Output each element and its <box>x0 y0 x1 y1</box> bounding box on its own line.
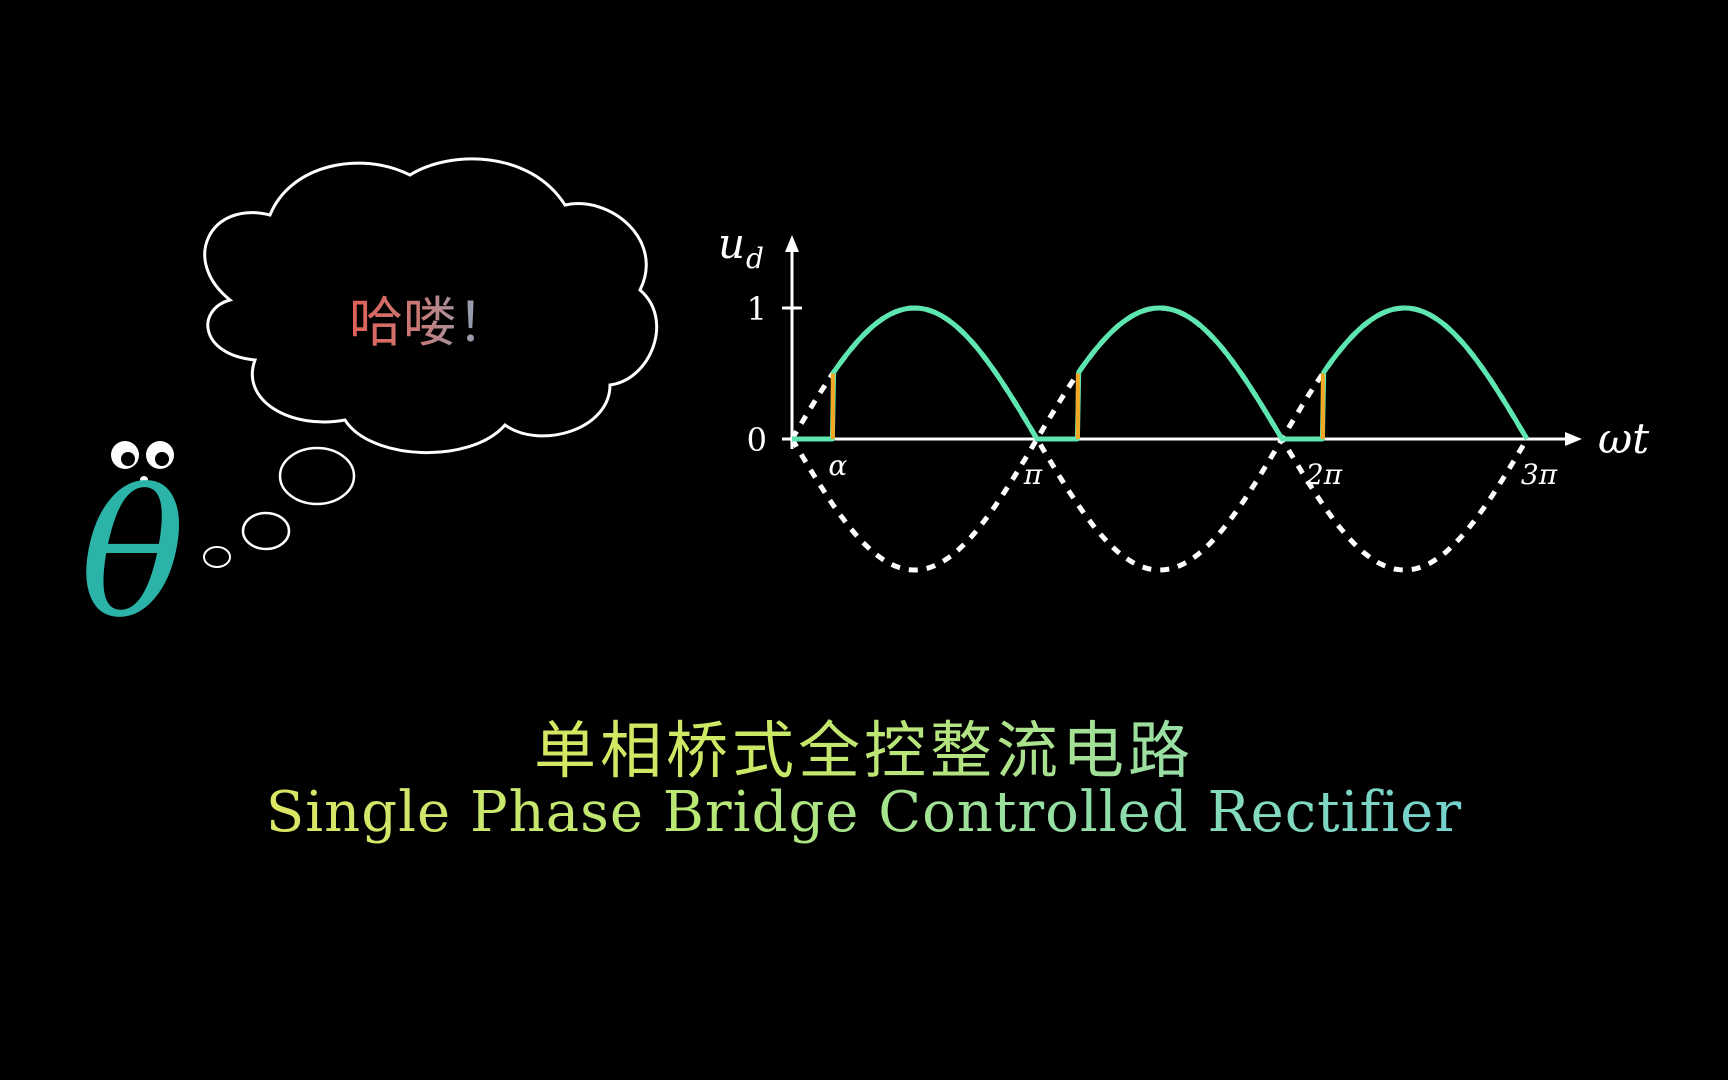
series-dashed-1 <box>789 305 1530 573</box>
title-english: Single Phase Bridge Controlled Rectifier <box>0 780 1728 845</box>
theta-character: θ <box>80 441 185 657</box>
series-output-2 <box>790 305 1530 442</box>
y-tick-label-1: 1 <box>747 290 767 328</box>
x-tick-label-2: 2π <box>1305 458 1343 491</box>
character-eyes <box>111 441 174 484</box>
title-chinese: 单相桥式全控整流电路 <box>0 700 1728 790</box>
thought-bubble-cloud <box>203 157 659 455</box>
thought-bubble-dot-large <box>278 446 356 506</box>
y-tick-label-0: 0 <box>747 421 767 459</box>
thought-bubble-dot-medium <box>241 511 291 551</box>
x-axis-label: ωt <box>1598 414 1649 463</box>
x-tick-label-1: π <box>1023 458 1043 491</box>
bubble-greeting-text: 哈喽！ <box>330 278 530 357</box>
x-tick-label-3: 3π <box>1521 458 1558 491</box>
y-axis-arrow <box>785 235 799 252</box>
theta-glyph: θ <box>80 454 185 657</box>
x-axis-arrow <box>1565 432 1582 446</box>
y-axis-label-subscript: d <box>746 242 764 275</box>
y-axis-label: u <box>718 219 745 268</box>
thought-bubble-dot-small <box>203 546 231 568</box>
x-tick-label-0: α <box>828 449 847 482</box>
